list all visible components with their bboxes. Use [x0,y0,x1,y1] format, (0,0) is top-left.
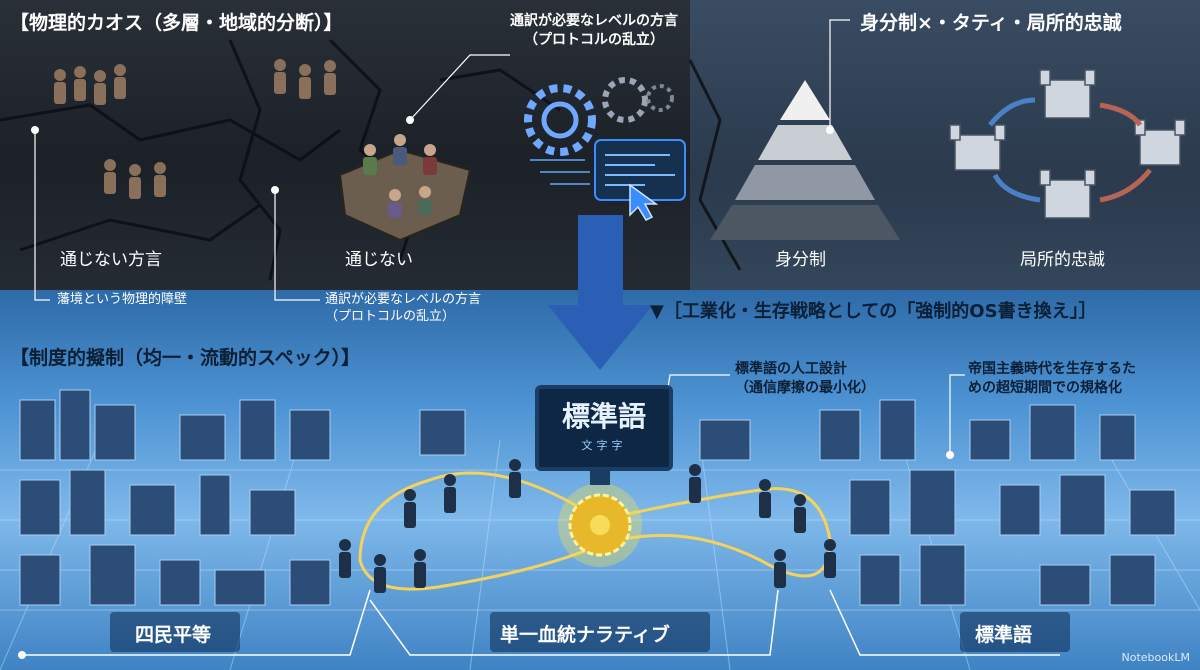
label-incomprehensible: 通じない [345,250,413,270]
monitor-text: 標準語 [561,400,646,433]
down-arrow-icon [548,215,653,370]
gear-icon [524,77,674,156]
top-right-title: 身分制×・タティ・局所的忠誠 [860,12,1122,34]
label-local-loyalty: 局所的忠誠 [1020,250,1105,270]
monitor-subtext: 文字字 [581,439,627,452]
loyalty-cycle-arrows [988,97,1152,203]
brand-logo: NotebookLM [1121,651,1190,664]
code-screen [530,139,686,201]
villager-figures [54,59,336,199]
city-buildings [19,389,1176,606]
hierarchy-pyramid [710,80,900,240]
label-bg-standard [960,612,1070,652]
label-standard-language: 標準語 [975,624,1033,646]
bottom-callout-lines [22,589,1060,656]
castle-icon [949,69,1186,219]
label-four-estates-equality: 四民平等 [135,624,212,646]
label-class-system: 身分制 [775,250,826,270]
note-standardization: 帝国主義時代を生存するた めの超短期間での規格化 [968,361,1136,396]
note-language-design: 標準語の人工設計 （通信摩擦の最小化） [735,361,875,396]
label-bg-equality [110,612,240,652]
elevated-platform [338,134,472,242]
label-bg-bloodline [490,612,710,652]
callout-dialect-protocol: 通訳が必要なレベルの方言 （プロトコルの乱立） [325,292,482,324]
callout-domain-barrier: 藩境という物理的障壁 [57,292,188,307]
label-single-bloodline: 単一血統ナラティブ [500,624,670,646]
chrysanthemum-emblem [558,483,642,567]
citizen-figures [339,459,836,593]
label-dialect: 通じない方言 [60,250,162,270]
bottom-title: 【制度的擬制（均一・流動的スペック）】 [10,347,361,369]
cursor-icon [629,183,659,221]
standard-language-monitor: 標準語 文字字 [535,385,673,471]
top-left-title: 【物理的カオス（多層・地域的分断）】 [10,12,343,34]
monitor-stand [590,470,610,485]
center-top-note: 通訳が必要なレベルの方言 （プロトコルの乱立） [510,13,678,48]
bottom-right-title: ▼［工業化・生存戦略としての「強制的OS書き換え」］ [650,301,1097,322]
